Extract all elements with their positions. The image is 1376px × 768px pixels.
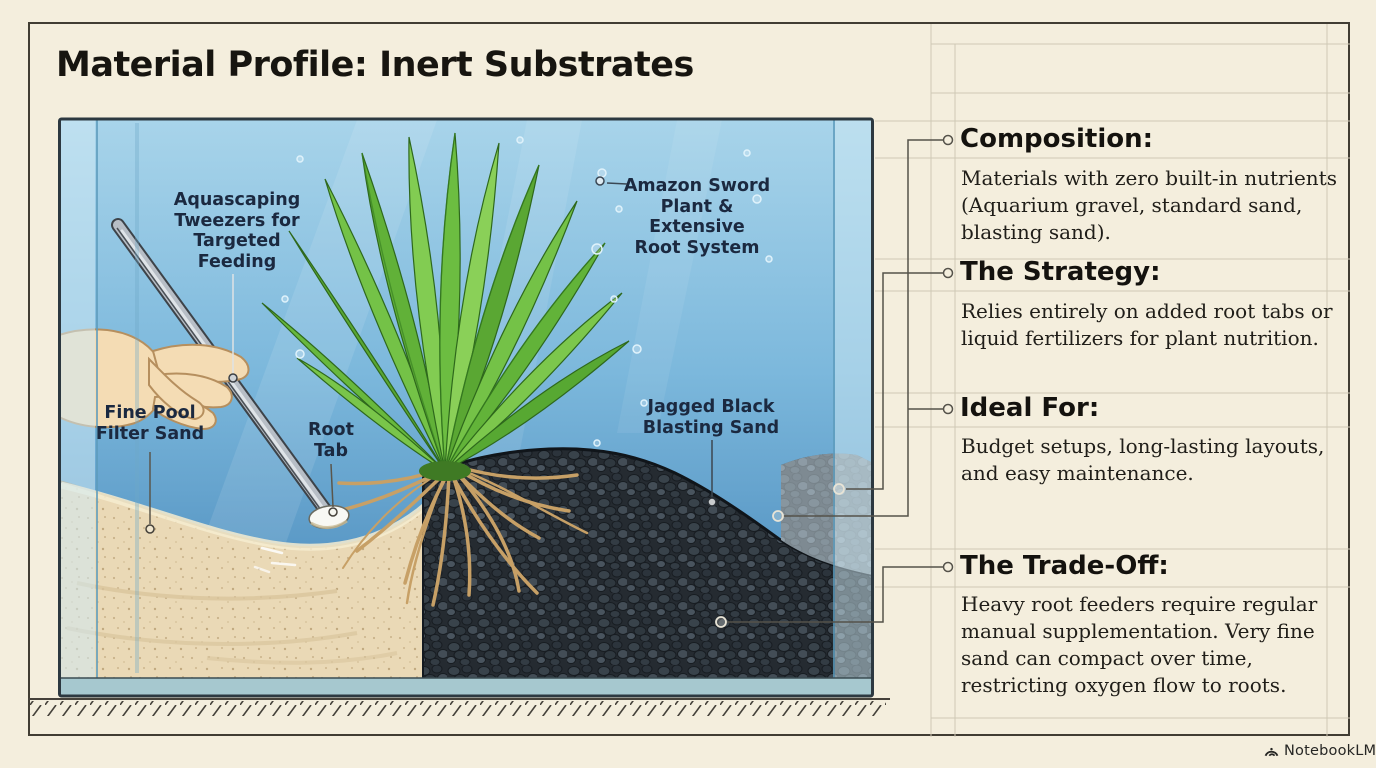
label-root-tab: Root Tab xyxy=(308,420,354,461)
outer-frame xyxy=(28,22,1350,736)
notebooklm-label: NotebookLM xyxy=(1284,743,1376,759)
notebooklm-icon xyxy=(1263,744,1280,759)
aquarium-illustration xyxy=(57,113,875,699)
section-body-composition: Materials with zero built-in nutrients (… xyxy=(961,166,1337,244)
amazon-sword-plant xyxy=(261,132,630,481)
section-heading-ideal-for: Ideal For: xyxy=(960,393,1100,423)
section-body-ideal-for: Budget setups, long-lasting layouts, and… xyxy=(961,434,1325,485)
section-body-trade-off: Heavy root feeders require regular manua… xyxy=(961,592,1318,697)
page-title: Material Profile: Inert Substrates xyxy=(56,45,694,85)
bubbles xyxy=(281,136,773,447)
section-heading-composition: Composition: xyxy=(960,124,1154,154)
label-fine-pool-filter-sand: Fine Pool Filter Sand xyxy=(95,403,205,444)
notebooklm-watermark: NotebookLM xyxy=(1263,741,1376,761)
label-aquascaping-tweezers: Aquascaping Tweezers for Targeted Feedin… xyxy=(173,190,301,272)
label-amazon-sword-plant: Amazon Sword Plant & Extensive Root Syst… xyxy=(623,176,771,258)
section-heading-strategy: The Strategy: xyxy=(960,257,1161,287)
light-ray xyxy=(617,120,722,433)
hand-fingers xyxy=(148,343,250,431)
root-tab xyxy=(253,505,350,574)
aquarium-svg xyxy=(58,117,874,698)
root-system xyxy=(327,465,589,607)
tank-base xyxy=(59,677,873,697)
label-jagged-black-blasting-sand: Jagged Black Blasting Sand xyxy=(642,397,780,438)
section-heading-trade-off: The Trade-Off: xyxy=(960,551,1169,581)
fine-sand-substrate xyxy=(58,461,488,681)
section-body-strategy: Relies entirely on added root tabs or li… xyxy=(961,299,1333,350)
